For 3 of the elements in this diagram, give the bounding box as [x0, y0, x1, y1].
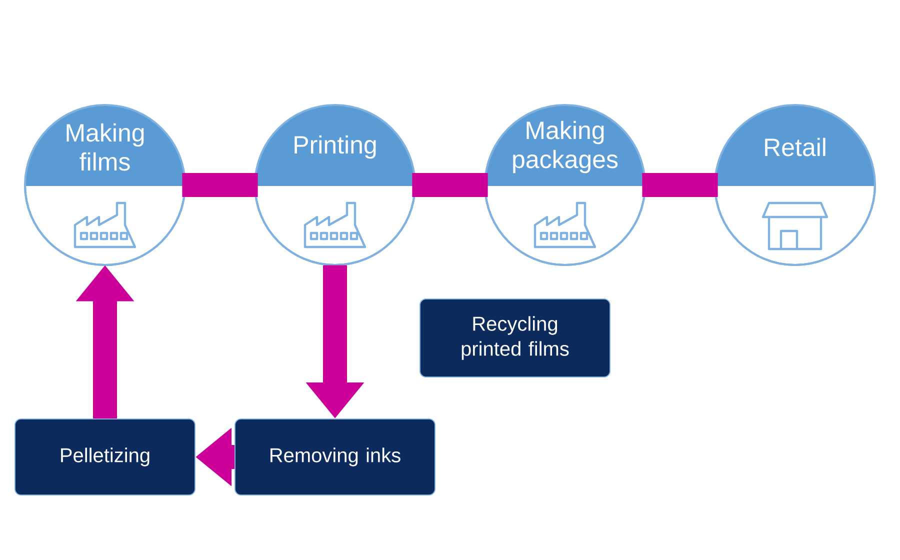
step-box: Recycling printed films: [420, 298, 610, 378]
step-box: Pelletizing: [14, 418, 196, 496]
step-box: Removing inks: [234, 418, 436, 496]
